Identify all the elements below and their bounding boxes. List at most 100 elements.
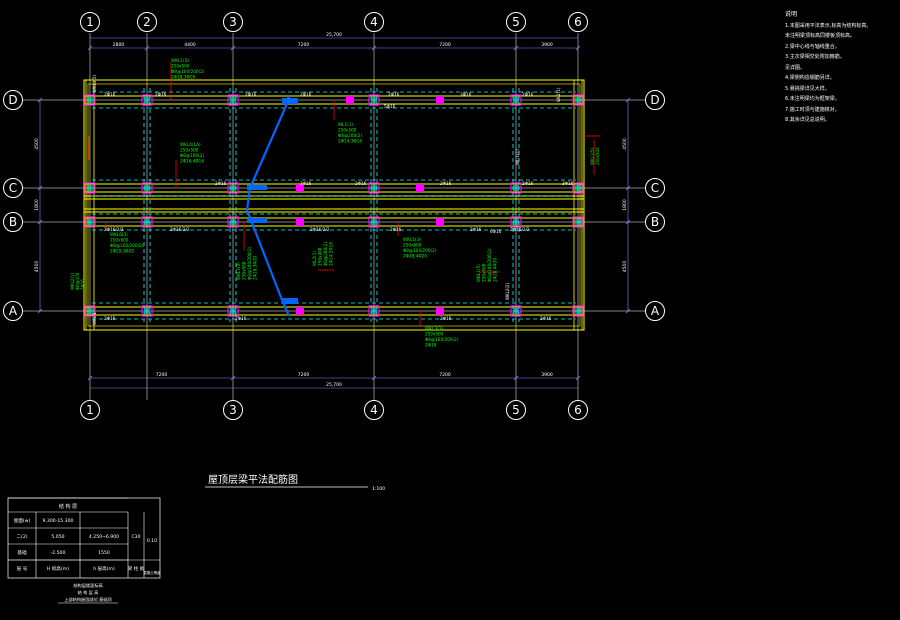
span-label-C-2: 2Φ16 bbox=[355, 181, 367, 186]
column-core-6C bbox=[575, 185, 581, 191]
column-4D bbox=[368, 94, 380, 106]
column-1A bbox=[84, 305, 96, 317]
axis-bubble-top-2-label: 2 bbox=[143, 15, 151, 29]
dim-right-tick-1 bbox=[625, 185, 631, 191]
vtext-3: WL2(1) bbox=[556, 87, 561, 102]
axis-bubble-right-D-label: D bbox=[650, 93, 659, 107]
table-extra-cell: 混凝土等级 bbox=[143, 570, 161, 575]
table-row-1-c4: C30 bbox=[131, 534, 140, 540]
dim-bottom-tick-1 bbox=[230, 375, 236, 381]
callout-c2-line-3: 2Φ16;4Φ16 bbox=[180, 159, 204, 164]
column-core-3D bbox=[230, 97, 236, 103]
plan-outline bbox=[83, 79, 585, 331]
vtext-top: WKL1(5) bbox=[92, 75, 97, 92]
dim-left-label-0: 4500 bbox=[34, 138, 40, 150]
callout-c5-line-1: 250x500 bbox=[425, 332, 444, 337]
column-4B bbox=[368, 216, 380, 228]
axis-bubble-bottom-5-label: 5 bbox=[512, 403, 520, 417]
span-label-A-0: 2Φ16 bbox=[104, 316, 116, 321]
column-core-5D bbox=[513, 97, 519, 103]
axis-bubble-top-6-label: 6 bbox=[574, 15, 582, 29]
span-label-D-5: 3Φ16 bbox=[460, 92, 472, 97]
axis-bubble-right-A-circle bbox=[645, 301, 665, 321]
table-footer-0: 结构层楼面标高 bbox=[73, 582, 102, 589]
callout-c6-line-0: WKL6(3) bbox=[110, 232, 128, 237]
axis-bubble-bottom-3-circle bbox=[223, 400, 243, 420]
axis-bubble-bottom-6-circle bbox=[568, 400, 588, 420]
note-item: 7.施工时须与建施核对。 bbox=[785, 106, 840, 113]
column-core-3A bbox=[230, 308, 236, 314]
axis-bubble-top-5-label: 5 bbox=[512, 15, 520, 29]
left-callout-0: WKL2(1) bbox=[70, 273, 75, 290]
column-4A bbox=[368, 305, 380, 317]
note-item: 8.其余详见总说明。 bbox=[785, 117, 830, 123]
callout-c2-line-2: Φ8@100(2) bbox=[180, 153, 204, 158]
tag-0: 5Φ16 bbox=[384, 104, 396, 109]
span-label-A-3: 2Φ16 bbox=[540, 316, 552, 321]
callout-c6-line-2: Φ8@100/200(2) bbox=[110, 243, 144, 248]
dim-top-label-1: 4400 bbox=[184, 42, 196, 48]
callout-c9-line-1: 250x600 bbox=[482, 263, 487, 282]
column-6B bbox=[572, 216, 584, 228]
span-label-C-1: 2Φ16 bbox=[300, 181, 312, 186]
table-row-2-c2: -2.500 bbox=[51, 550, 66, 556]
span-label-C-4: 2Φ16 bbox=[522, 181, 534, 186]
table-side-value: 0.10 bbox=[147, 538, 157, 544]
column-core-2C bbox=[144, 185, 150, 191]
table-row-3-c1: 层 号 bbox=[17, 566, 28, 572]
axis-bubble-left-C-label: C bbox=[9, 181, 17, 195]
column-core-5A bbox=[513, 308, 519, 314]
span-label-A-1: 2Φ16 bbox=[235, 316, 247, 321]
column-core-3C bbox=[230, 185, 236, 191]
axis-bubble-bottom-3-label: 3 bbox=[229, 403, 237, 417]
span-label-B-2: 2Φ16/2/2 bbox=[310, 227, 330, 232]
dim-right-tick-2 bbox=[625, 219, 631, 225]
column-core-6A bbox=[575, 308, 581, 314]
column-6D bbox=[572, 94, 584, 106]
dim-top-tick-1 bbox=[144, 45, 150, 51]
column-1C bbox=[84, 182, 96, 194]
tag-1: 3Φ16 bbox=[562, 181, 574, 186]
design-notes: 说明 1.本图采用平法表示,标高为结构标高。 未注明梁顶标高同楼板顶标高。2.梁… bbox=[785, 10, 895, 126]
span-label-D-0: 2Φ16 bbox=[104, 92, 116, 97]
note-item: 3.主次梁相交处附加箍筋。 bbox=[785, 54, 845, 60]
table-row-1-c1: 二(2) bbox=[16, 534, 27, 540]
vtext-1: WL-1(1) bbox=[515, 149, 520, 165]
annotations: 2Φ16 2Φ16 2Φ16 2Φ16 2Φ16 3Φ16 2Φ16 2Φ16 2Φ16 2Φ16… bbox=[70, 58, 600, 348]
callout-c1-line-2: Φ8@100/200(2) bbox=[171, 69, 205, 74]
table-row-1-c2: 5.050 bbox=[51, 534, 64, 540]
dim-right-label-0: 4500 bbox=[622, 138, 628, 150]
axis-bubble-top-5-circle bbox=[506, 12, 526, 32]
span-label-B-1: 2Φ16/2/2 bbox=[170, 227, 190, 232]
dim-top-tick-4 bbox=[513, 45, 519, 51]
table-row-2-c1: 基础 bbox=[17, 549, 27, 556]
callout-c3-line-3: 2Φ14;3Φ16 bbox=[338, 139, 362, 144]
axis-bubble-top-6-circle bbox=[568, 12, 588, 32]
dim-bottom-total-label: 25,700 bbox=[326, 382, 342, 388]
table-title: 结 构 层 bbox=[59, 503, 77, 510]
column-core-5C bbox=[513, 185, 519, 191]
dim-top-label-0: 2800 bbox=[113, 42, 125, 48]
column-core-4A bbox=[371, 308, 377, 314]
axis-bubble-left-D-circle bbox=[3, 90, 23, 110]
column-2D bbox=[141, 94, 153, 106]
span-label-A-2: 2Φ16 bbox=[440, 316, 452, 321]
column-5A bbox=[510, 305, 522, 317]
span-label-B-0: 2Φ16/2/2 bbox=[104, 227, 124, 232]
table-row-3-c3: h 层高(m) bbox=[93, 565, 115, 572]
callout-c2-line-1: 250x500 bbox=[180, 148, 199, 153]
stair-stringer bbox=[245, 95, 291, 317]
table-row-2-c3: 1550 bbox=[98, 550, 110, 556]
axis-bubble-left-B-circle bbox=[3, 212, 23, 232]
column-5D bbox=[510, 94, 522, 106]
axis-grid bbox=[22, 33, 645, 400]
callout-c7-line-2: Φ8@200(2) bbox=[323, 242, 328, 266]
dim-bottom-label-3: 3900 bbox=[541, 372, 553, 378]
dim-left-tick-1 bbox=[37, 185, 43, 191]
axis-bubble-top-4-circle bbox=[364, 12, 384, 32]
dim-bottom-tick-0 bbox=[87, 375, 93, 381]
